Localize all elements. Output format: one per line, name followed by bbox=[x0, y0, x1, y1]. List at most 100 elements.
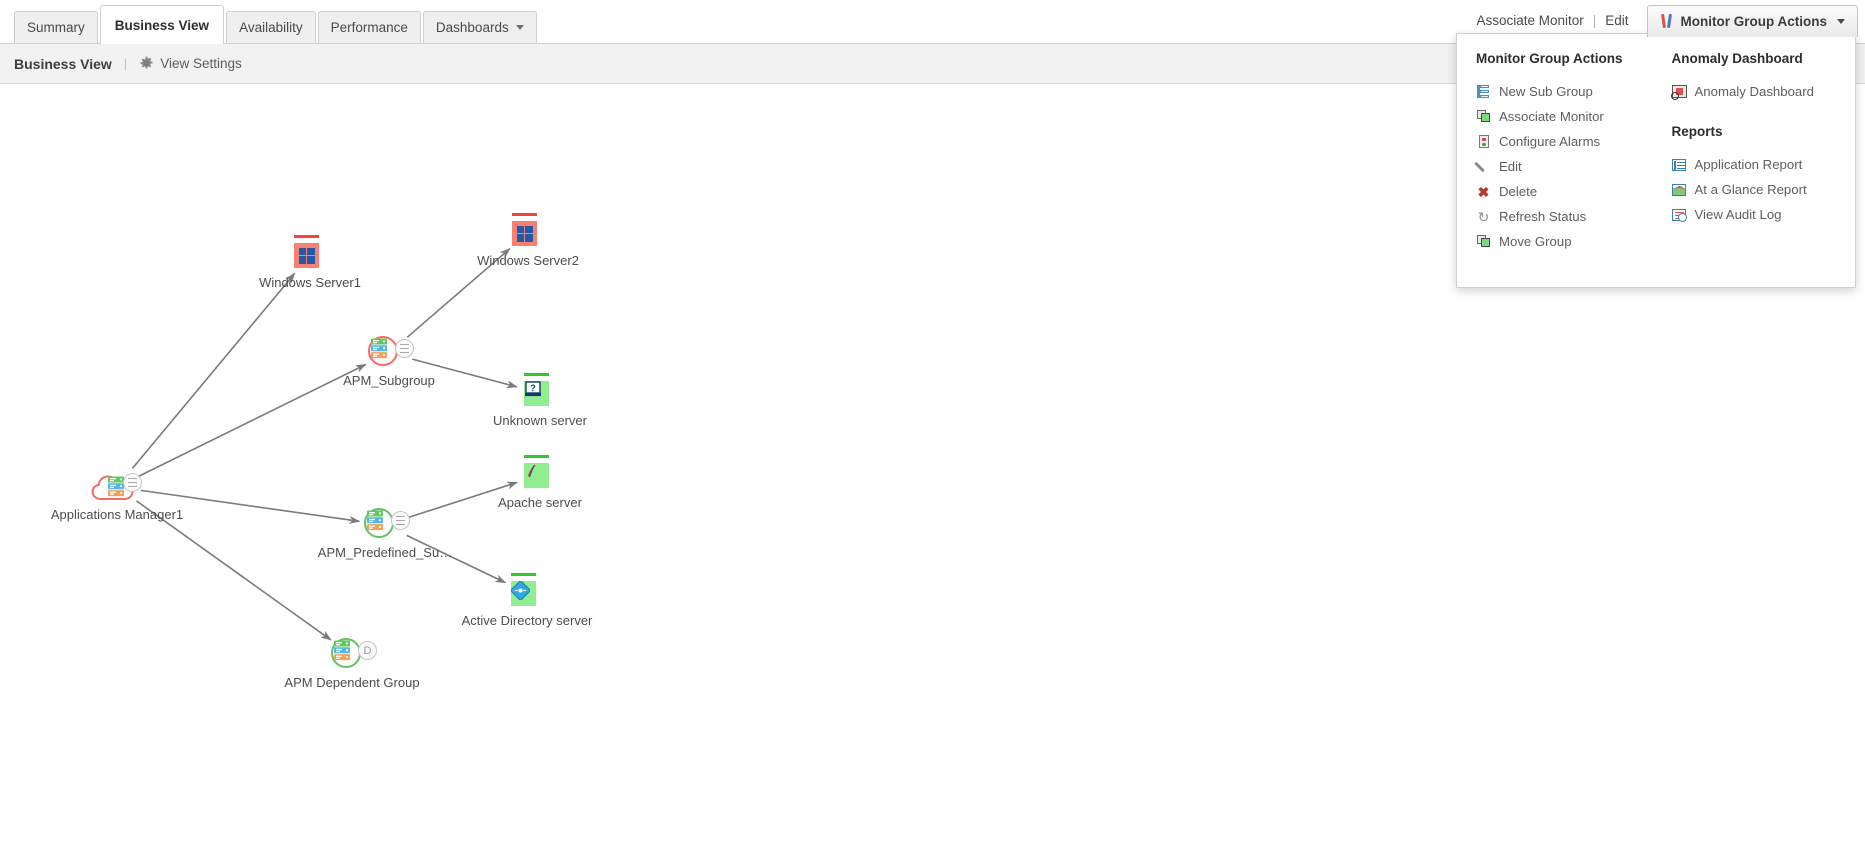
move-group-icon bbox=[1476, 234, 1491, 249]
view-settings-button[interactable]: View Settings bbox=[139, 56, 242, 71]
menu-item-new-sub-group[interactable]: New Sub Group bbox=[1476, 79, 1660, 104]
tab-dashboards[interactable]: Dashboards bbox=[422, 11, 537, 43]
menu-item-label: New Sub Group bbox=[1499, 84, 1593, 99]
tab-availability[interactable]: Availability bbox=[226, 11, 316, 43]
close-x-icon: ✖ bbox=[1477, 183, 1490, 200]
group-status-ring bbox=[368, 336, 398, 366]
menu-item-label: Application Report bbox=[1694, 157, 1803, 172]
active-directory-icon bbox=[511, 581, 536, 606]
node-glyph bbox=[287, 235, 333, 275]
at-a-glance-report-icon bbox=[1672, 182, 1687, 197]
menu-item-label: At a Glance Report bbox=[1694, 182, 1807, 197]
tab-label: Availability bbox=[239, 20, 303, 35]
node-glyph bbox=[505, 213, 551, 253]
graph-edges-layer bbox=[131, 248, 519, 641]
windows-icon bbox=[294, 243, 319, 268]
view-audit-log-icon bbox=[1672, 207, 1687, 222]
menu-item-refresh-status[interactable]: ↻ Refresh Status bbox=[1476, 204, 1660, 229]
tab-business-view[interactable]: Business View bbox=[99, 5, 225, 44]
view-settings-label: View Settings bbox=[160, 56, 242, 71]
graph-edge-sub-to-unknown bbox=[411, 358, 518, 389]
top-tab-bar: Summary Business View Availability Performa… bbox=[0, 0, 1865, 44]
node-label: Windows Server2 bbox=[477, 253, 579, 268]
menu-item-delete[interactable]: ✖Delete bbox=[1476, 179, 1660, 204]
graph-node-win2[interactable]: Windows Server2 bbox=[477, 213, 579, 268]
menu-item-application-report[interactable]: Application Report bbox=[1672, 152, 1856, 177]
associate-monitor-link[interactable]: Associate Monitor bbox=[1476, 13, 1584, 28]
monitor-group-actions-label: Monitor Group Actions bbox=[1680, 13, 1827, 29]
header-separator: | bbox=[1592, 13, 1597, 28]
chevron-down-icon bbox=[515, 25, 524, 30]
status-bar bbox=[524, 373, 549, 376]
header-actions: Associate Monitor | Edit Monitor Group A… bbox=[1467, 4, 1858, 37]
menu-item-label: View Audit Log bbox=[1694, 207, 1782, 222]
gear-icon bbox=[140, 56, 153, 69]
graph-node-adserver[interactable]: Active Directory server bbox=[462, 573, 592, 628]
refresh-icon: ↻ bbox=[1477, 208, 1490, 225]
node-menu-badge-icon[interactable] bbox=[391, 511, 410, 530]
graph-node-predef[interactable]: APM_Predefined_Su… bbox=[318, 505, 452, 560]
node-glyph: D bbox=[329, 635, 377, 675]
node-menu-badge-icon[interactable] bbox=[395, 339, 414, 358]
new-sub-group-icon bbox=[1476, 84, 1491, 99]
edit-link[interactable]: Edit bbox=[1605, 13, 1629, 28]
node-label: APM_Predefined_Su… bbox=[317, 545, 453, 560]
page-title: Business View bbox=[14, 55, 112, 72]
group-status-ring bbox=[331, 638, 361, 668]
node-label: APM Dependent Group bbox=[284, 675, 420, 690]
status-bar bbox=[511, 573, 536, 576]
unknown-server-icon: ? bbox=[524, 381, 549, 406]
graph-edge-root-to-win1 bbox=[131, 272, 296, 470]
tab-summary[interactable]: Summary bbox=[14, 11, 98, 43]
menu-item-move-group[interactable]: Move Group bbox=[1476, 229, 1660, 254]
menu-heading-monitor-group-actions: Monitor Group Actions bbox=[1476, 51, 1623, 66]
node-label: Applications Manager1 bbox=[50, 507, 184, 522]
tab-label: Business View bbox=[114, 17, 210, 33]
menu-item-configure-alarms[interactable]: Configure Alarms bbox=[1476, 129, 1660, 154]
associate-monitor-icon bbox=[1476, 109, 1491, 124]
graph-edge-predef-to-adserver bbox=[406, 534, 507, 584]
graph-node-apache[interactable]: Apache server bbox=[498, 455, 582, 510]
node-glyph bbox=[517, 455, 563, 495]
node-label: Unknown server bbox=[493, 413, 587, 428]
menu-item-label: Edit bbox=[1499, 159, 1522, 174]
node-glyph bbox=[362, 505, 410, 545]
graph-edge-sub-to-win2 bbox=[406, 248, 511, 338]
apache-feather-icon bbox=[524, 463, 549, 488]
tab-label: Dashboards bbox=[435, 20, 509, 35]
pencil-icon bbox=[1473, 159, 1491, 174]
node-menu-badge-icon[interactable] bbox=[123, 473, 142, 492]
graph-node-win1[interactable]: Windows Server1 bbox=[259, 235, 361, 290]
menu-item-label: Refresh Status bbox=[1499, 209, 1587, 224]
menu-item-anomaly-dashboard[interactable]: Anomaly Dashboard bbox=[1670, 79, 1856, 104]
graph-edge-root-to-sub bbox=[138, 363, 367, 478]
menu-item-view-audit-log[interactable]: View Audit Log bbox=[1672, 202, 1856, 227]
graph-node-sub[interactable]: APM_Subgroup bbox=[343, 333, 435, 388]
menu-item-associate-monitor[interactable]: Associate Monitor bbox=[1476, 104, 1660, 129]
graph-node-root[interactable]: Applications Manager1 bbox=[51, 467, 183, 522]
node-glyph bbox=[366, 333, 414, 373]
tab-label: Performance bbox=[330, 20, 408, 35]
status-bar bbox=[524, 455, 549, 458]
menu-item-edit[interactable]: Edit bbox=[1473, 154, 1660, 179]
group-status-ring bbox=[364, 508, 394, 538]
tools-icon bbox=[1660, 13, 1675, 29]
dependent-badge-icon[interactable]: D bbox=[358, 641, 377, 660]
menu-item-label: Associate Monitor bbox=[1499, 109, 1604, 124]
monitor-group-actions-button[interactable]: Monitor Group Actions bbox=[1646, 4, 1858, 37]
graph-node-unknown[interactable]: ? Unknown server bbox=[493, 373, 587, 428]
graph-edge-root-to-dependent bbox=[136, 500, 332, 641]
graph-edge-root-to-predef bbox=[140, 489, 361, 524]
svg-text:?: ? bbox=[530, 383, 536, 393]
node-label: APM_Subgroup bbox=[343, 373, 435, 388]
graph-node-dependent[interactable]: D APM Dependent Group bbox=[284, 635, 420, 690]
menu-heading-anomaly-dashboard: Anomaly Dashboard bbox=[1671, 51, 1803, 66]
graph-edge-predef-to-apache bbox=[407, 481, 519, 519]
windows-icon bbox=[512, 221, 537, 246]
subheader-divider: | bbox=[123, 56, 128, 71]
menu-item-at-a-glance-report[interactable]: At a Glance Report bbox=[1672, 177, 1856, 202]
tab-list: Summary Business View Availability Performa… bbox=[14, 5, 537, 44]
tab-performance[interactable]: Performance bbox=[317, 11, 421, 43]
